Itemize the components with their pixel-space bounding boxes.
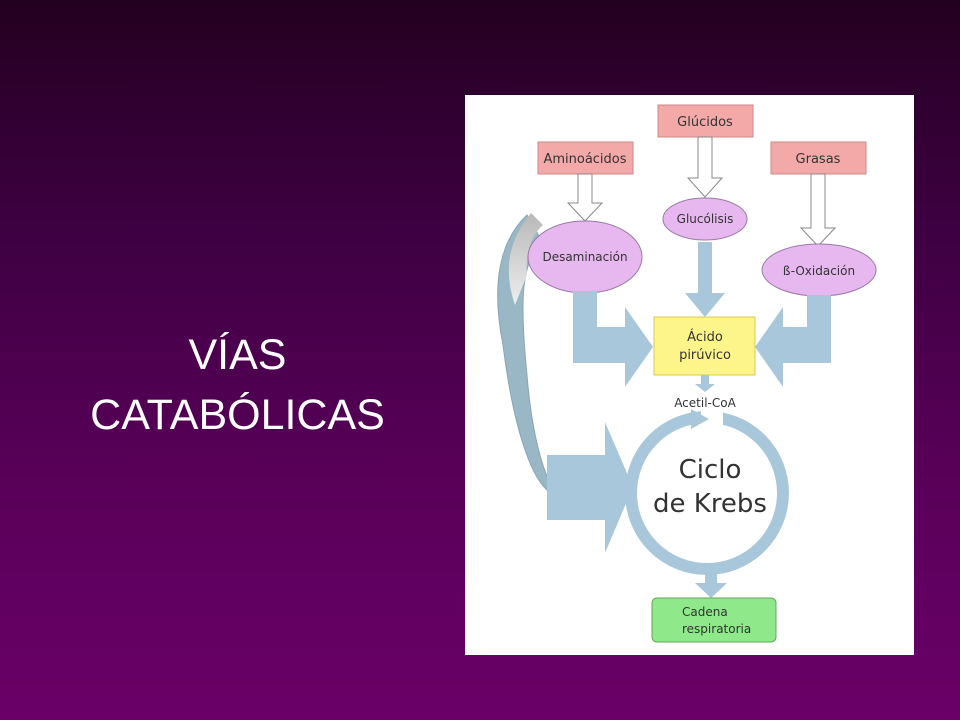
aminoacidos-box (537, 141, 634, 175)
bypass-curve-shade (508, 213, 543, 305)
grasas-label: Grasas (796, 152, 841, 167)
aminoacidos-label: Aminoácidos (543, 152, 626, 167)
pyruvate-to-acetyl-arrow (695, 375, 715, 392)
grasas-box (770, 141, 867, 175)
krebs-label-2: de Krebs (653, 489, 767, 519)
desaminacion-label: Desaminación (542, 250, 627, 264)
acido-piruvico-box (653, 316, 756, 376)
krebs-ring-gap (701, 411, 723, 427)
glucidos-arrow (686, 136, 724, 198)
acetil-coa-label: Acetil-CoA (674, 396, 736, 410)
cadena-label-1: Cadena (682, 605, 728, 619)
b-oxidacion-label: ß-Oxidación (783, 264, 855, 278)
desaminacion-to-pyruvate-arrow (573, 291, 653, 387)
catabolic-pathways-diagram: Glúcidos Aminoácidos Grasas Glucólisis D… (465, 95, 914, 655)
b-oxidacion-to-pyruvate-arrow (755, 295, 831, 387)
acido-piruvico-label-1: Ácido (687, 329, 723, 345)
title-line-2: CATABÓLICAS (90, 391, 385, 439)
krebs-inlet-arrow (547, 422, 633, 553)
aminoacidos-arrow (566, 173, 604, 222)
acido-piruvico-label-2: pirúvico (679, 348, 731, 363)
krebs-label-1: Ciclo (679, 455, 742, 485)
krebs-to-chain-arrow (695, 569, 727, 598)
cadena-label-2: respiratoria (682, 622, 751, 636)
krebs-cycle-arrowhead (691, 409, 709, 429)
grasas-arrow (799, 173, 837, 247)
glucolisis-ellipse (662, 197, 748, 241)
diagram-canvas: Glúcidos Aminoácidos Grasas Glucólisis D… (497, 104, 877, 643)
glucidos-box (657, 104, 754, 138)
title-line-1: VÍAS (188, 331, 287, 379)
glucolisis-label: Glucólisis (677, 212, 734, 226)
glucidos-label: Glúcidos (677, 115, 733, 130)
glucolisis-to-pyruvate-arrow (685, 242, 725, 317)
cadena-respiratoria-box (651, 597, 777, 643)
slide-title: VÍAS CATABÓLICAS (40, 325, 435, 445)
